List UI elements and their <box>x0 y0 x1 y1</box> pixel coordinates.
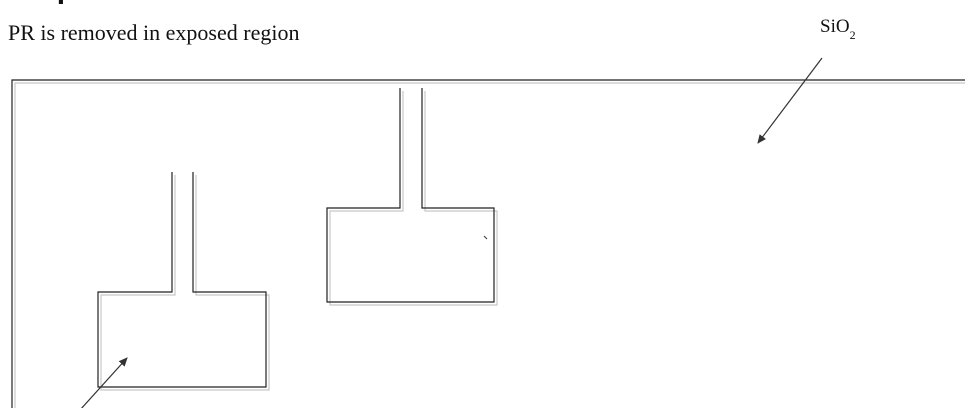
cropped-heading-fragment: Exp <box>20 0 75 6</box>
sio2-label-base: SiO <box>820 16 850 37</box>
diagram-caption: PR is removed in exposed region <box>8 20 300 45</box>
sio2-label: SiO2 <box>820 16 856 42</box>
sio2-pointer-arrow <box>757 57 823 144</box>
exposed-region-left <box>97 172 270 391</box>
substrate-frame <box>11 79 965 408</box>
sio2-label-subscript: 2 <box>849 27 856 42</box>
exposed-region-pointer-arrow <box>80 357 128 408</box>
exposed-region-right <box>326 88 498 306</box>
stray-tick-mark <box>483 235 488 240</box>
